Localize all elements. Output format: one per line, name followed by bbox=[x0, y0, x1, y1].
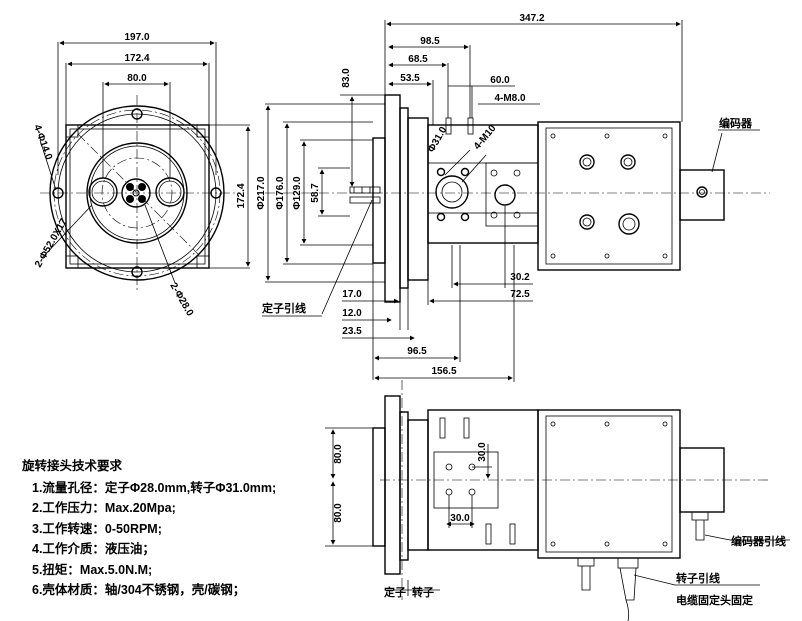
requirement-item: 6.壳体材质：轴/304不锈钢，壳/碳钢； bbox=[32, 583, 246, 597]
dim-30-v: 30.0 bbox=[477, 442, 488, 462]
label-stator-lead: 定子引线 bbox=[262, 301, 306, 315]
label-31: Φ31.0 bbox=[426, 125, 450, 155]
label-stator: 定子 bbox=[384, 585, 406, 599]
requirement-item: 5.扭矩：Max.5.0N.M; bbox=[32, 562, 153, 577]
dim-72: 72.5 bbox=[510, 289, 530, 300]
label-encoder: 编码器 bbox=[719, 116, 753, 130]
dim-197: 197.0 bbox=[124, 32, 149, 43]
label-28-hole: 2-Φ28.0 bbox=[167, 281, 195, 319]
requirement-item: 2.工作压力：Max.20Mpa; bbox=[32, 501, 176, 515]
dim-80-upper: 80.0 bbox=[333, 444, 344, 464]
dim-172-top: 172.4 bbox=[124, 53, 149, 64]
dim-347: 347.2 bbox=[519, 13, 544, 24]
label-encoder-lead: 编码器引线 bbox=[731, 534, 786, 548]
dim-98: 98.5 bbox=[420, 36, 440, 47]
label-m10: 4-M10 bbox=[472, 123, 499, 152]
dim-23: 23.5 bbox=[342, 326, 362, 337]
label-slot: 2-Φ52.0X17 bbox=[33, 217, 70, 270]
side-view: 347.2 98.5 68.5 53.5 60.0 4-M8.0 83.0 Φ2… bbox=[256, 13, 770, 382]
dim-12: 12.0 bbox=[342, 308, 362, 319]
dim-156: 156.5 bbox=[431, 366, 456, 377]
label-cable-fix: 电缆固定头固定 bbox=[676, 593, 753, 607]
dim-96: 96.5 bbox=[407, 346, 427, 357]
dim-80-lower: 80.0 bbox=[333, 503, 344, 523]
requirements-title: 旋转接头技术要求 bbox=[22, 459, 123, 473]
bottom-view: 80.0 80.0 30.0 30.0 定子 转子 编码器引线 转子引线 电缆固… bbox=[325, 380, 790, 621]
dim-129: Φ129.0 bbox=[292, 176, 303, 210]
dim-68: 68.5 bbox=[408, 54, 428, 65]
technical-requirements: 旋转接头技术要求 1.流量孔径：定子Φ28.0mm,转子Φ31.0mm; 2.工… bbox=[22, 456, 322, 601]
requirement-item: 4.工作介质：液压油； bbox=[32, 542, 155, 556]
dim-30-h: 30.0 bbox=[450, 513, 470, 524]
dim-176: Φ176.0 bbox=[275, 176, 286, 210]
label-m8: 4-M8.0 bbox=[494, 93, 526, 104]
label-4-hole: 4-Φ14.0 bbox=[31, 123, 54, 162]
dim-217: Φ217.0 bbox=[256, 176, 267, 210]
dim-60: 60.0 bbox=[490, 75, 510, 86]
label-rotor: 转子 bbox=[412, 585, 434, 599]
dim-53: 53.5 bbox=[400, 73, 420, 84]
dim-30-2: 30.2 bbox=[510, 272, 530, 283]
requirement-item: 1.流量孔径：定子Φ28.0mm,转子Φ31.0mm; bbox=[32, 480, 277, 495]
dim-83: 83.0 bbox=[341, 68, 352, 88]
dim-80: 80.0 bbox=[127, 73, 147, 84]
dim-58: 58.7 bbox=[310, 183, 321, 203]
front-view: 197.0 172.4 80.0 172.4 4-Φ14.0 2-Φ52.0X1… bbox=[31, 32, 251, 319]
dim-17: 17.0 bbox=[342, 289, 362, 300]
requirement-item: 3.工作转速：0-50RPM; bbox=[32, 521, 162, 536]
label-rotor-lead: 转子引线 bbox=[676, 571, 720, 585]
dim-172-side: 172.4 bbox=[236, 183, 247, 208]
